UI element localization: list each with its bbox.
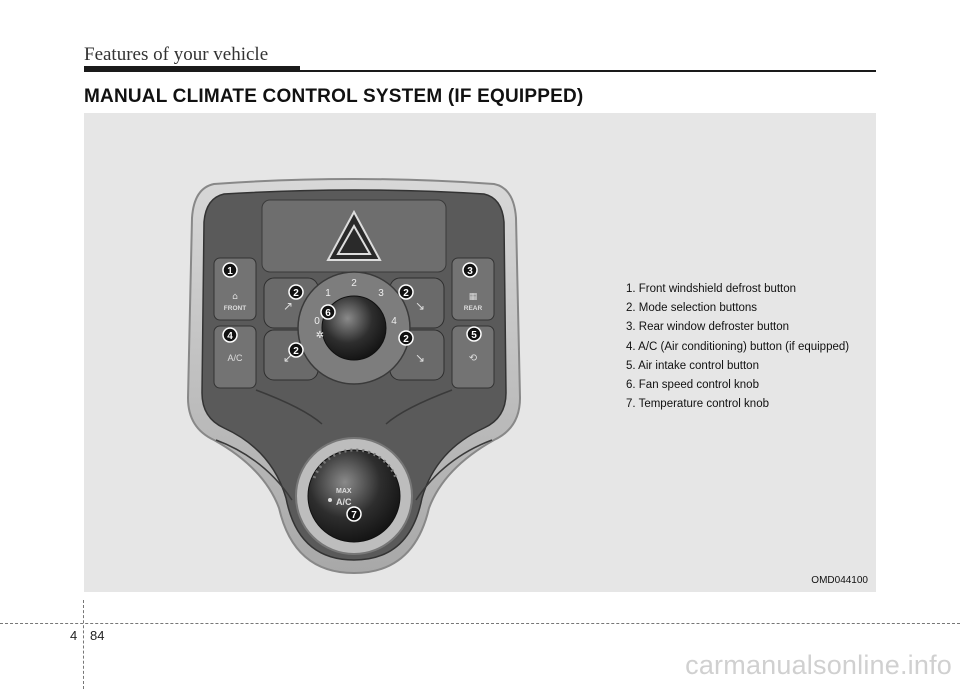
footer-dashed-rule [0,623,960,624]
callout-2-d-label: 2 [403,334,409,345]
figure-box: 2 1 3 0 4 ✲ ⌂ FRONT A/C ▦ REAR ⟲ ↗ ↙ ↘ ↘… [84,113,876,592]
ac-button[interactable] [213,325,257,389]
callout-1: 1 [222,262,238,278]
fan-speed-knob[interactable] [321,295,387,361]
callout-4-label: 4 [227,331,233,342]
footer-vertical-rule [83,600,84,689]
fan-speed-4: 4 [391,316,397,327]
callout-2-c: 2 [398,284,414,300]
rear-defrost-icon: ▦ [469,292,478,302]
callout-7-label: 7 [351,510,357,521]
section-title: MANUAL CLIMATE CONTROL SYSTEM (IF EQUIPP… [84,86,584,107]
legend-item-2: 2. Mode selection buttons [626,302,758,315]
temperature-control-knob[interactable] [307,449,401,543]
header-title: Features of your vehicle [84,44,269,65]
callout-5-label: 5 [471,330,477,341]
header-rule-thick [84,66,300,72]
callout-3: 3 [462,262,478,278]
mode-bilevel-icon: ↘ [415,351,425,365]
page-number: 84 [90,628,105,643]
callout-1-label: 1 [227,266,233,277]
callout-2-a: 2 [288,284,304,300]
air-intake-button[interactable] [451,325,495,389]
callout-2-a-label: 2 [293,288,299,299]
max-ac-indicator-dot [328,498,332,502]
mode-face-icon: ↗ [283,299,293,313]
callout-6: 6 [320,304,336,320]
watermark: carmanualsonline.info [685,650,952,680]
rear-label: REAR [464,305,483,312]
mode-defrost-floor-icon: ↘ [415,299,425,313]
callout-7: 7 [346,506,362,522]
ac-label: A/C [227,353,243,363]
max-label: MAX [336,488,352,495]
max-ac-label: A/C [336,497,352,507]
callout-2-b-label: 2 [293,346,299,357]
fan-speed-2: 2 [351,278,357,289]
callout-2-b: 2 [288,342,304,358]
lower-right-seam [415,439,493,501]
legend-list: 1. Front windshield defrost button 2. Mo… [626,280,849,414]
fan-icon: ✲ [316,330,324,341]
legend-item-5: 5. Air intake control button [626,359,759,372]
callout-2-c-label: 2 [403,288,409,299]
legend-item-3: 3. Rear window defroster button [626,321,790,334]
callout-4: 4 [222,327,238,343]
mode-floor-icon: ↙ [283,351,293,365]
recirculation-icon: ⟲ [469,353,478,364]
climate-control-panel-illustration: 2 1 3 0 4 ✲ ⌂ FRONT A/C ▦ REAR ⟲ ↗ ↙ ↘ ↘… [186,178,522,575]
temp-scale-arc [312,448,398,479]
legend-item-4: 4. A/C (Air conditioning) button (if equ… [626,340,850,353]
figure-code: OMD044100 [811,575,868,586]
lower-left-seam [215,439,293,501]
callout-2-d: 2 [398,330,414,346]
chapter-number: 4 [70,628,78,643]
fan-speed-0: 0 [314,316,320,327]
legend-item-1: 1. Front windshield defrost button [626,283,797,295]
callout-6-label: 6 [325,308,331,319]
fan-speed-3: 3 [378,288,384,299]
front-label: FRONT [224,305,246,312]
mid-left-seam [255,389,323,425]
mid-right-seam [385,389,453,425]
hazard-inner-icon [336,223,372,255]
callout-5: 5 [466,326,482,342]
callout-3-label: 3 [467,266,473,277]
legend-item-6: 6. Fan speed control knob [626,379,759,392]
legend-item-7: 7. Temperature control knob [626,398,769,411]
front-defrost-icon: ⌂ [232,292,238,302]
rear-defrost-button[interactable] [451,257,495,321]
fan-speed-1: 1 [325,288,331,299]
header-rule-thin [300,70,876,72]
